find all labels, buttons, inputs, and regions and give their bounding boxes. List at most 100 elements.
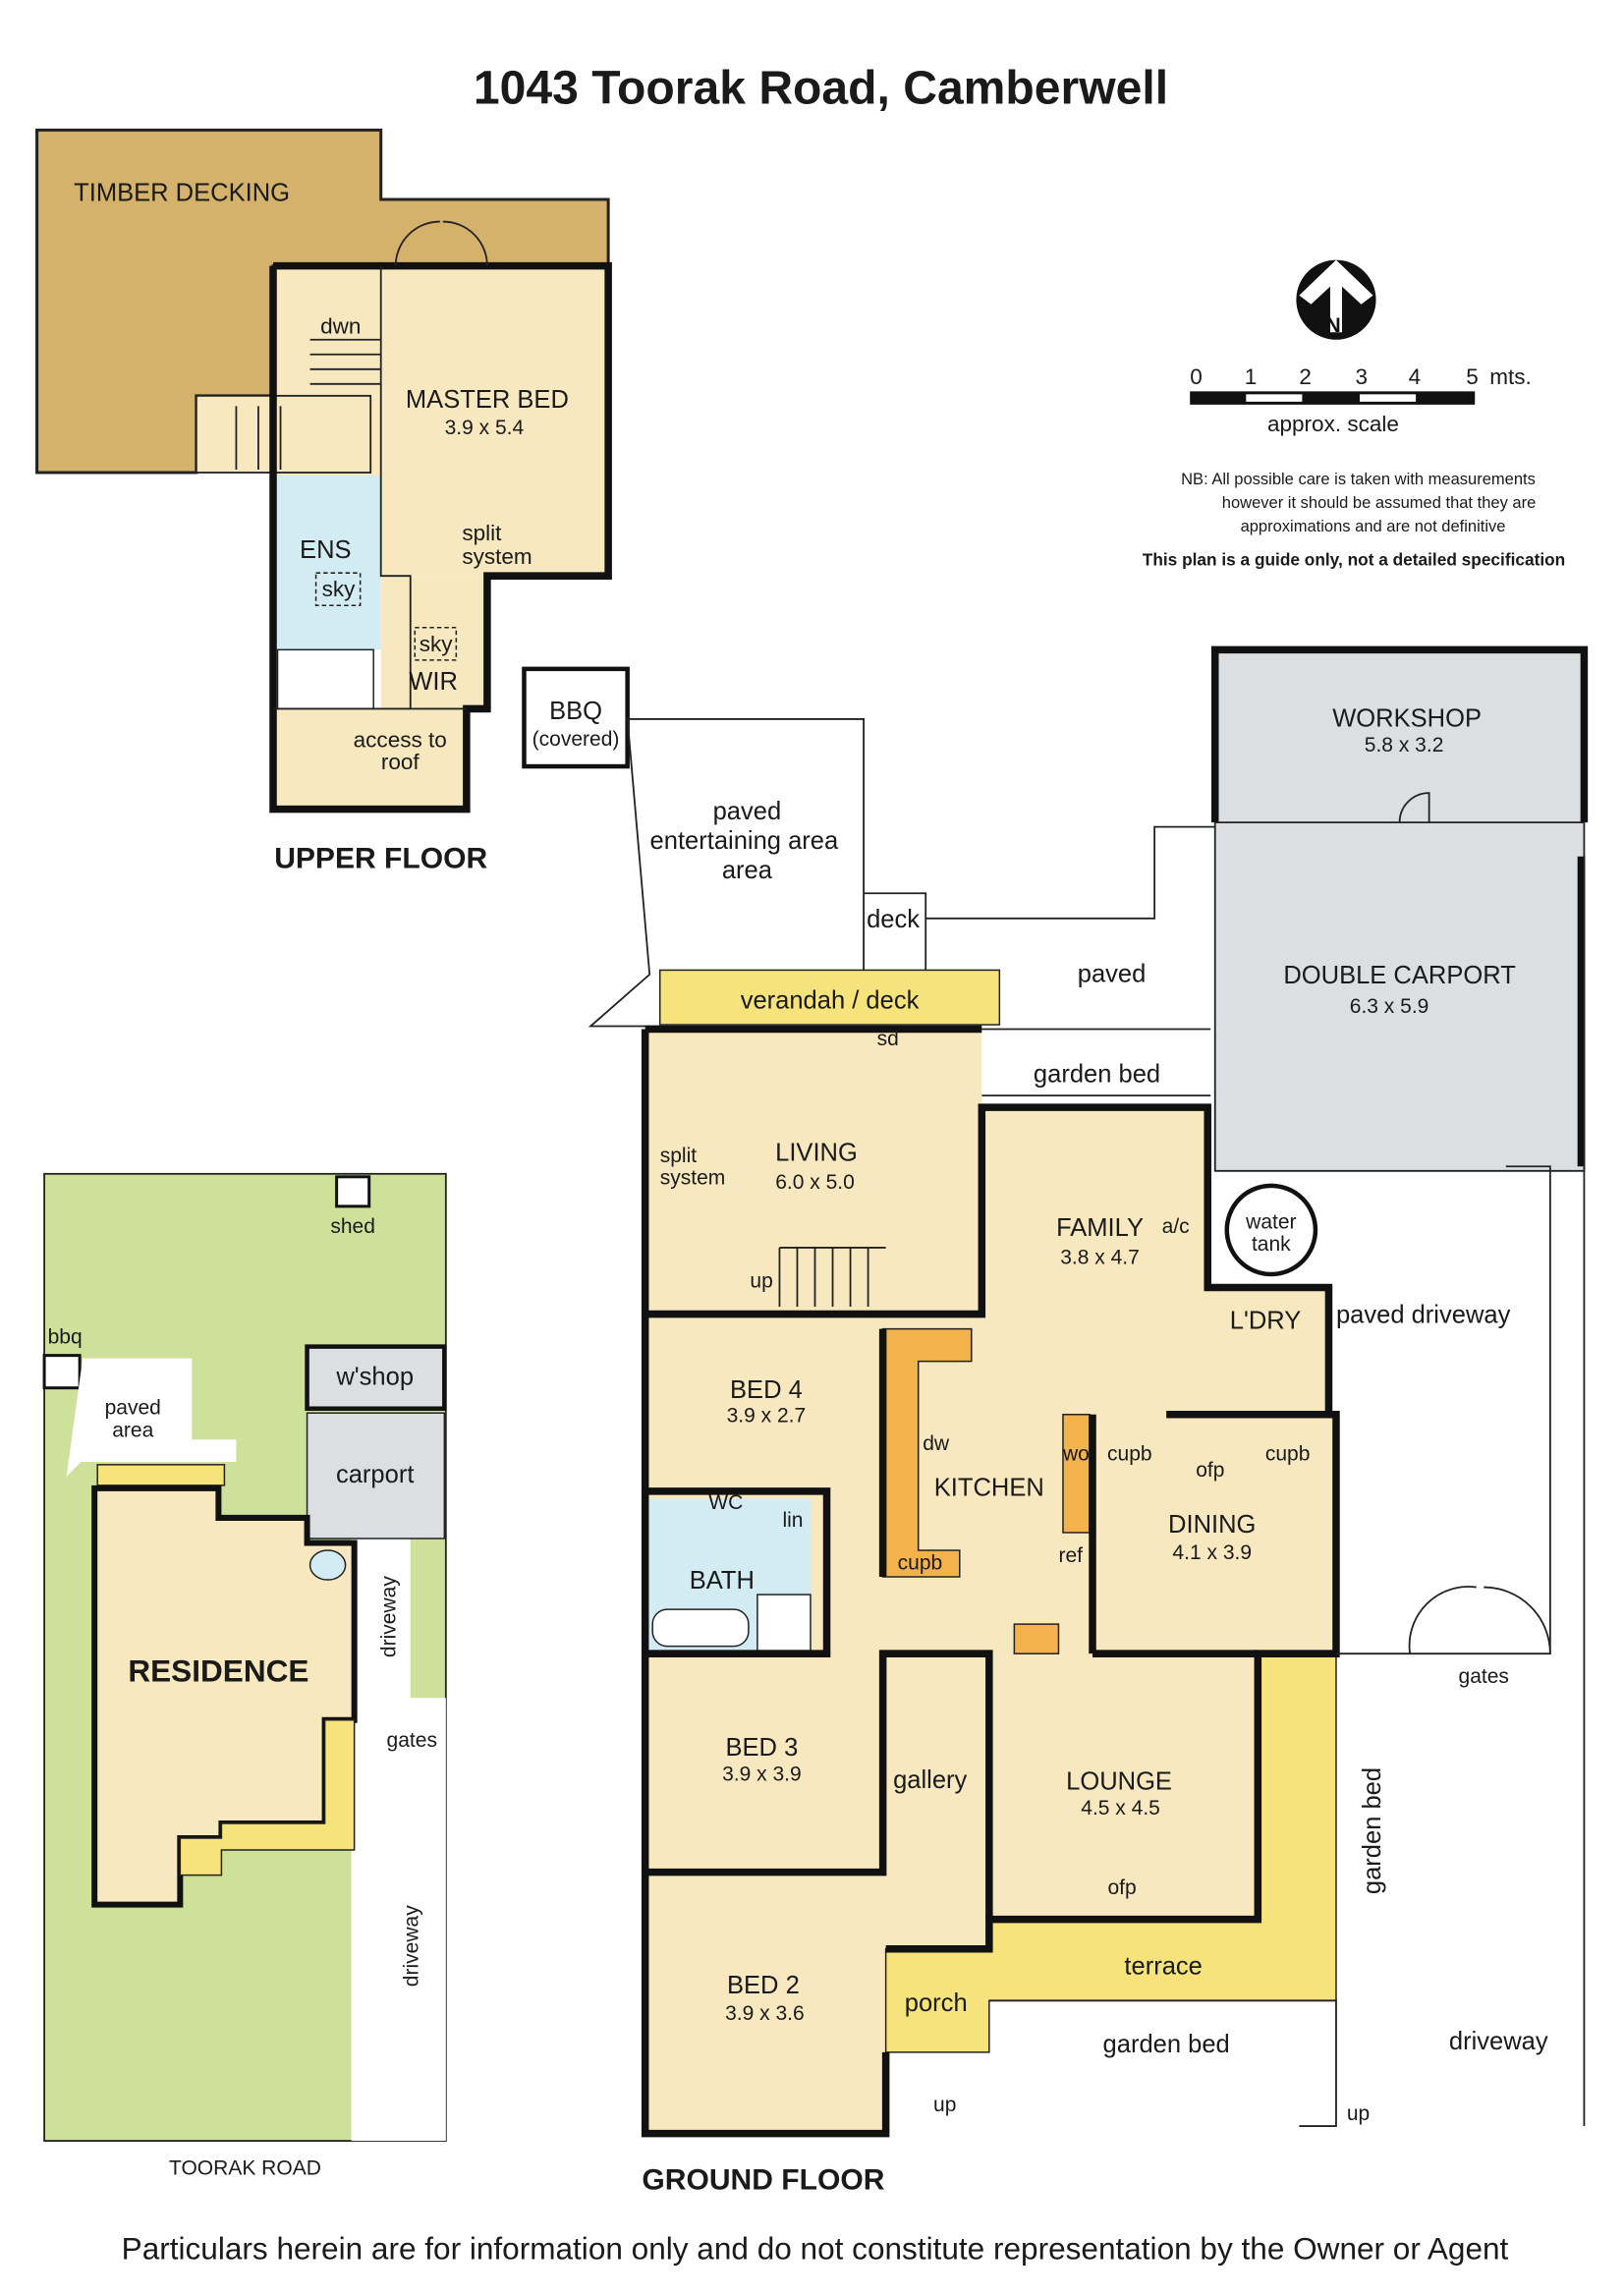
bed3-label: BED 3 <box>726 1734 799 1762</box>
living-label: LIVING <box>775 1139 858 1166</box>
nb-note: however it should be assumed that they a… <box>1222 493 1537 512</box>
paved-area <box>66 1358 237 1477</box>
ensuite-room <box>273 476 381 650</box>
ground-floor-interior <box>644 1029 1336 2134</box>
ofp-label: ofp <box>1196 1459 1224 1482</box>
master-bed-room <box>380 265 609 577</box>
cupb-label: cupb <box>898 1552 943 1575</box>
scale-tick: 1 <box>1245 364 1258 389</box>
nb-note: NB: All possible care is taken with meas… <box>1181 470 1536 488</box>
stairs <box>195 394 372 474</box>
driveway-label: driveway <box>378 1576 401 1657</box>
shed-box <box>335 1175 371 1208</box>
ens-label: ENS <box>300 536 352 564</box>
dining-dim: 4.1 x 3.9 <box>1172 1541 1252 1564</box>
verandah-deck <box>658 969 1001 1026</box>
ac-label: a/c <box>1162 1215 1190 1238</box>
bbq-box <box>42 1354 82 1390</box>
garden-bed-label: garden bed <box>1359 1767 1386 1894</box>
cupb-label: cupb <box>1107 1442 1152 1465</box>
paved-entertaining-label: entertaining area <box>650 827 839 855</box>
wshop-label: w'shop <box>335 1364 414 1391</box>
bed2-dim: 3.9 x 3.6 <box>725 2002 805 2025</box>
bed2-label: BED 2 <box>727 1972 800 1999</box>
garden-bed-label: garden bed <box>1103 2031 1230 2058</box>
up-label: up <box>1347 2102 1370 2125</box>
ref-label: ref <box>1058 1544 1083 1567</box>
driveway-label: driveway <box>400 1905 422 1987</box>
side-driveway <box>351 1698 446 2142</box>
site-plan: shed bbq paved area w'shop carport RESID… <box>42 1172 447 2180</box>
split-system-label: split <box>660 1145 698 1167</box>
porch-label: porch <box>905 1989 968 2017</box>
water-tank-label: tank <box>1252 1233 1291 1256</box>
north-label: N <box>1325 314 1340 337</box>
living-dim: 6.0 x 5.0 <box>775 1171 855 1194</box>
carport-box <box>306 1412 446 1540</box>
paved-label: paved <box>1078 960 1147 987</box>
split-system-label: system <box>660 1166 726 1189</box>
deck-label: deck <box>867 906 920 933</box>
gates-label: gates <box>387 1729 437 1752</box>
paved-area-label: paved <box>105 1397 161 1420</box>
scale-tick: 5 <box>1466 364 1479 389</box>
up-label: up <box>933 2094 956 2116</box>
wc-label: WC <box>708 1491 743 1514</box>
bbq-label: bbq <box>48 1326 83 1349</box>
access-area <box>273 708 467 810</box>
wshop-box <box>305 1344 447 1411</box>
legend: N 0 1 2 3 4 5 mts. approx. scale NB: All… <box>1143 259 1565 570</box>
laundry-label: L'DRY <box>1230 1308 1302 1335</box>
gallery-label: gallery <box>893 1766 967 1794</box>
scale-tick: 3 <box>1356 364 1369 389</box>
carport-label: carport <box>336 1461 414 1488</box>
shed-label: shed <box>330 1215 375 1238</box>
access-label: access to <box>354 728 447 753</box>
workshop-dim: 5.8 x 3.2 <box>1365 734 1444 756</box>
scale-tick: 2 <box>1299 364 1312 389</box>
bbq-label: (covered) <box>532 728 620 751</box>
up-label: up <box>750 1270 772 1293</box>
scale-tick: 0 <box>1190 364 1203 389</box>
paved-area-label: area <box>112 1419 153 1441</box>
family-dim: 3.8 x 4.7 <box>1060 1246 1140 1268</box>
dining-label: DINING <box>1168 1511 1256 1539</box>
water-tank-label: water <box>1245 1210 1296 1233</box>
lounge-dim: 4.5 x 4.5 <box>1081 1797 1160 1820</box>
bbq-box <box>522 666 630 769</box>
paved-driveway-label: paved driveway <box>1336 1302 1511 1329</box>
split-system-label: split <box>462 521 502 545</box>
nb-note: approximations and are not definitive <box>1241 517 1506 535</box>
ground-floor: BBQ (covered) paved entertaining area ar… <box>522 645 1589 2197</box>
lin-label: lin <box>782 1509 803 1532</box>
upper-floor: TIMBER DECKING dwn MASTER BED 3.9 x 5.4 … <box>35 128 612 875</box>
residence-label: RESIDENCE <box>128 1653 308 1689</box>
shower <box>276 648 374 710</box>
garden-bed-label: garden bed <box>1034 1061 1160 1089</box>
family-label: FAMILY <box>1056 1214 1144 1242</box>
split-system-label: system <box>462 544 532 569</box>
upper-floor-title: UPPER FLOOR <box>274 843 487 875</box>
scale-tick: 4 <box>1409 364 1422 389</box>
sd-label: sd <box>877 1028 899 1050</box>
workshop-label: WORKSHOP <box>1332 704 1482 732</box>
workshop <box>1214 649 1585 823</box>
bed3-dim: 3.9 x 3.9 <box>722 1763 802 1785</box>
page-title: 1043 Toorak Road, Camberwell <box>474 61 1168 114</box>
master-bed-label: MASTER BED <box>406 386 569 414</box>
scale-unit: mts. <box>1489 364 1532 389</box>
bath-label: BATH <box>690 1567 755 1595</box>
verandah-label: verandah / deck <box>741 986 920 1014</box>
carport-dim: 6.3 x 5.9 <box>1350 995 1429 1018</box>
gates-label: gates <box>1459 1665 1509 1688</box>
timber-decking-label: TIMBER DECKING <box>74 180 290 207</box>
scale-bar <box>1190 391 1476 405</box>
kitchen-cupboards <box>881 1327 973 1578</box>
kitchen-label: KITCHEN <box>934 1474 1044 1501</box>
bed4-dim: 3.9 x 2.7 <box>727 1404 807 1427</box>
guide-note: This plan is a guide only, not a detaile… <box>1143 550 1565 570</box>
water-tank <box>1224 1183 1318 1277</box>
paved-entertaining-label: area <box>722 857 773 884</box>
wo-label: wo <box>1062 1442 1090 1465</box>
